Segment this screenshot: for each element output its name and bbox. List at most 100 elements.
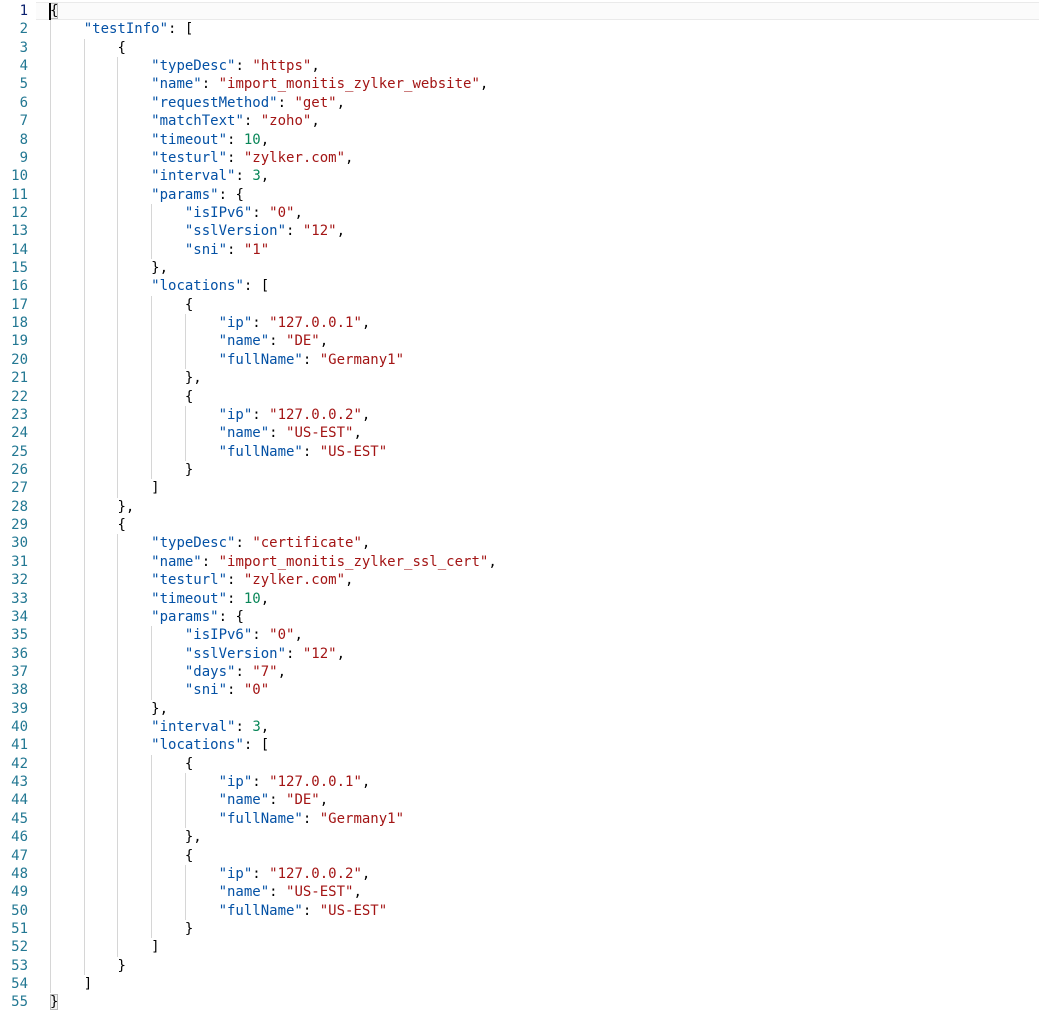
code-line[interactable]: 47 { bbox=[0, 846, 1039, 865]
line-number[interactable]: 50 bbox=[11, 902, 28, 919]
line-number[interactable]: 1 bbox=[19, 3, 28, 19]
code-line[interactable]: 34 "params": { bbox=[0, 607, 1039, 627]
code-line[interactable]: 55} bbox=[0, 993, 1039, 1010]
code-line[interactable]: 41 "locations": [ bbox=[0, 736, 1039, 755]
line-number[interactable]: 31 bbox=[11, 553, 28, 570]
line-number[interactable]: 26 bbox=[11, 461, 28, 478]
code-line[interactable]: 22 { bbox=[0, 387, 1039, 406]
line-number[interactable]: 29 bbox=[11, 517, 28, 534]
line-number[interactable]: 10 bbox=[11, 168, 28, 185]
code-line[interactable]: 28 }, bbox=[0, 497, 1039, 517]
line-number[interactable]: 22 bbox=[11, 388, 28, 405]
line-number[interactable]: 30 bbox=[11, 535, 28, 552]
line-number[interactable]: 51 bbox=[11, 920, 28, 937]
line-number[interactable]: 45 bbox=[11, 810, 28, 827]
code-line[interactable]: 9 "testurl": "zylker.com", bbox=[0, 148, 1039, 168]
line-number[interactable]: 15 bbox=[11, 260, 28, 277]
code-line[interactable]: 46 }, bbox=[0, 828, 1039, 847]
line-number[interactable]: 4 bbox=[19, 58, 28, 75]
line-number[interactable]: 37 bbox=[11, 663, 28, 680]
line-number[interactable]: 32 bbox=[11, 572, 28, 589]
line-number[interactable]: 9 bbox=[19, 149, 28, 166]
code-line[interactable]: 49 "name": "US-EST", bbox=[0, 883, 1039, 902]
line-number[interactable]: 35 bbox=[11, 627, 28, 644]
line-number[interactable]: 34 bbox=[11, 608, 28, 625]
code-line[interactable]: 32 "testurl": "zylker.com", bbox=[0, 571, 1039, 590]
line-number[interactable]: 43 bbox=[11, 774, 28, 791]
code-line[interactable]: 7 "matchText": "zoho", bbox=[0, 112, 1039, 131]
code-line[interactable]: 20 "fullName": "Germany1" bbox=[0, 350, 1039, 370]
line-number[interactable]: 40 bbox=[11, 719, 28, 736]
code-line[interactable]: 51 } bbox=[0, 919, 1039, 939]
line-number[interactable]: 47 bbox=[11, 847, 28, 864]
line-number[interactable]: 48 bbox=[11, 865, 28, 882]
code-line[interactable]: 31 "name": "import_monitis_zylker_ssl_ce… bbox=[0, 552, 1039, 572]
code-line[interactable]: 35 "isIPv6": "0", bbox=[0, 626, 1039, 645]
code-line[interactable]: 29 { bbox=[0, 516, 1039, 535]
line-number[interactable]: 13 bbox=[11, 223, 28, 240]
line-number[interactable]: 21 bbox=[11, 370, 28, 387]
line-number[interactable]: 11 bbox=[11, 186, 28, 203]
code-line[interactable]: 26 } bbox=[0, 460, 1039, 480]
code-line[interactable]: 33 "timeout": 10, bbox=[0, 589, 1039, 608]
line-number[interactable]: 52 bbox=[11, 939, 28, 956]
code-line[interactable]: 54 ] bbox=[0, 975, 1039, 994]
line-number[interactable]: 17 bbox=[11, 296, 28, 313]
code-line[interactable]: 25 "fullName": "US-EST" bbox=[0, 442, 1039, 461]
line-number[interactable]: 44 bbox=[11, 792, 28, 809]
code-line[interactable]: 53 } bbox=[0, 956, 1039, 976]
code-line[interactable]: 50 "fullName": "US-EST" bbox=[0, 901, 1039, 920]
line-number[interactable]: 36 bbox=[11, 645, 28, 662]
code-line[interactable]: 40 "interval": 3, bbox=[0, 718, 1039, 737]
line-number[interactable]: 16 bbox=[11, 278, 28, 295]
line-number[interactable]: 46 bbox=[11, 829, 28, 846]
line-number[interactable]: 18 bbox=[11, 315, 28, 332]
code-line[interactable]: 44 "name": "DE", bbox=[0, 791, 1039, 810]
code-line[interactable]: 27 ] bbox=[0, 479, 1039, 498]
line-number[interactable]: 6 bbox=[19, 94, 28, 111]
code-line[interactable]: 42 { bbox=[0, 754, 1039, 774]
code-line[interactable]: 24 "name": "US-EST", bbox=[0, 424, 1039, 443]
line-number[interactable]: 24 bbox=[11, 425, 28, 442]
code-line[interactable]: 16 "locations": [ bbox=[0, 277, 1039, 296]
code-line[interactable]: 52 ] bbox=[0, 938, 1039, 957]
code-line[interactable]: 45 "fullName": "Germany1" bbox=[0, 809, 1039, 829]
line-number[interactable]: 14 bbox=[11, 241, 28, 258]
code-line[interactable]: 21 }, bbox=[0, 369, 1039, 388]
line-number[interactable]: 53 bbox=[11, 957, 28, 974]
line-number[interactable]: 33 bbox=[11, 590, 28, 607]
code-line[interactable]: 12 "isIPv6": "0", bbox=[0, 203, 1039, 223]
line-number[interactable]: 28 bbox=[11, 498, 28, 515]
code-line[interactable]: 3 { bbox=[0, 38, 1039, 58]
line-number[interactable]: 20 bbox=[11, 351, 28, 368]
code-line[interactable]: 8 "timeout": 10, bbox=[0, 130, 1039, 149]
line-number[interactable]: 27 bbox=[11, 480, 28, 497]
code-line[interactable]: 2 "testInfo": [ bbox=[0, 20, 1039, 39]
code-line[interactable]: 11 "params": { bbox=[0, 185, 1039, 204]
code-line[interactable]: 48 "ip": "127.0.0.2", bbox=[0, 864, 1039, 884]
line-number[interactable]: 55 bbox=[11, 994, 28, 1010]
code-line[interactable]: 37 "days": "7", bbox=[0, 662, 1039, 682]
code-line[interactable]: 6 "requestMethod": "get", bbox=[0, 93, 1039, 113]
line-number[interactable]: 7 bbox=[19, 113, 28, 130]
code-line[interactable]: 43 "ip": "127.0.0.1", bbox=[0, 773, 1039, 792]
line-number[interactable]: 5 bbox=[19, 76, 28, 93]
code-line[interactable]: 17 { bbox=[0, 295, 1039, 315]
line-number[interactable]: 41 bbox=[11, 737, 28, 754]
code-line[interactable]: 36 "sslVersion": "12", bbox=[0, 644, 1039, 663]
code-line[interactable]: 23 "ip": "127.0.0.2", bbox=[0, 405, 1039, 425]
line-number[interactable]: 42 bbox=[11, 755, 28, 772]
line-number[interactable]: 54 bbox=[11, 976, 28, 993]
line-number[interactable]: 12 bbox=[11, 204, 28, 221]
code-line[interactable]: 4 "typeDesc": "https", bbox=[0, 57, 1039, 76]
line-number[interactable]: 23 bbox=[11, 406, 28, 423]
line-number[interactable]: 3 bbox=[19, 39, 28, 56]
line-number[interactable]: 8 bbox=[19, 131, 28, 148]
code-line[interactable]: 13 "sslVersion": "12", bbox=[0, 222, 1039, 241]
line-number[interactable]: 38 bbox=[11, 682, 28, 699]
code-line[interactable]: 10 "interval": 3, bbox=[0, 167, 1039, 186]
line-number[interactable]: 49 bbox=[11, 884, 28, 901]
code-line[interactable]: 19 "name": "DE", bbox=[0, 332, 1039, 351]
code-line[interactable]: 18 "ip": "127.0.0.1", bbox=[0, 314, 1039, 333]
